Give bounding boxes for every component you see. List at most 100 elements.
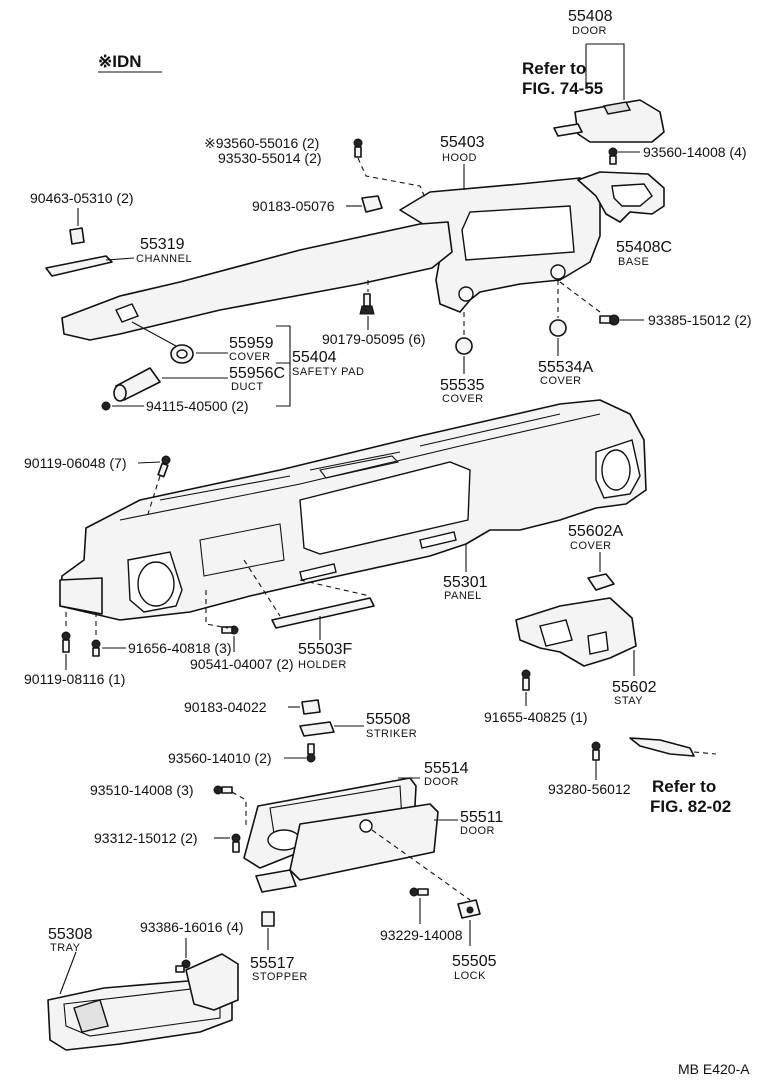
label-90119-08116: 90119-08116 (1) [24, 671, 125, 687]
ref-fig-82-02-line2: FIG. 82-02 [650, 797, 731, 816]
screw-93386-16016 [175, 959, 191, 973]
label-55514-name: DOOR [424, 776, 459, 788]
bracket-55408 [585, 43, 625, 100]
ref-fig-82-02-line1: Refer to [652, 777, 716, 796]
dash-lower-bolts [65, 612, 97, 638]
label-55517: 55517 [250, 955, 295, 972]
label-93312: 93312-15012 (2) [94, 830, 198, 846]
label-93229: 93229-14008 [380, 927, 463, 943]
dash-93510 [231, 791, 247, 826]
door-55408-drawing [553, 99, 665, 143]
ref-fig-74-55-line1: Refer to [522, 59, 586, 78]
door-55511-drawing [255, 803, 439, 893]
ref-fig-74-55-line2: FIG. 74-55 [522, 79, 603, 98]
label-55511-name: DOOR [460, 825, 495, 837]
dash-55503f [243, 559, 371, 617]
lock-55505 [457, 899, 481, 919]
label-55602a-name: COVER [570, 540, 612, 552]
bracket-55404 [276, 325, 291, 407]
nut-90463 [69, 227, 85, 245]
label-91656: 91656-40818 (3) [128, 640, 232, 656]
bolt-91655-40825 [521, 669, 531, 691]
label-55505: 55505 [452, 953, 497, 970]
footer-code: MB E420-A [678, 1061, 750, 1077]
tray-55308-drawing [47, 953, 239, 1051]
screw-93229-14008 [409, 887, 429, 897]
leader-55308 [59, 951, 77, 995]
label-55301: 55301 [443, 574, 488, 591]
label-90179: 90179-05095 (6) [322, 331, 426, 347]
label-55403-name: HOOD [442, 152, 477, 164]
label-93560-55016: ※93560-55016 (2) [204, 135, 319, 151]
label-55404-name: SAFETY PAD [292, 366, 364, 378]
label-55408-name: DOOR [572, 25, 607, 37]
cover-55535 [455, 337, 473, 355]
screw-93510-14008 [213, 785, 233, 795]
dash-hood-screw [357, 157, 427, 201]
label-55959-name: COVER [229, 351, 271, 363]
label-93560-14010: 93560-14010 (2) [168, 750, 272, 766]
label-55404: 55404 [292, 349, 337, 366]
label-90541: 90541-04007 (2) [190, 656, 294, 672]
cover-55959 [170, 344, 194, 364]
dash-fig-82-02 [693, 751, 717, 755]
label-90119-06048: 90119-06048 (7) [24, 455, 126, 471]
dash-55505 [371, 829, 471, 901]
label-55408c-name: BASE [618, 256, 649, 268]
screw-93312-15012 [231, 833, 241, 853]
screw-94115 [101, 401, 111, 411]
duct-55956c [113, 367, 161, 402]
base-55408c-drawing [577, 171, 665, 223]
bolt-90179-05095 [359, 293, 375, 315]
screw-93560-14010 [306, 743, 316, 763]
stopper-55517 [261, 911, 275, 927]
label-55308: 55308 [48, 926, 93, 943]
channel-55319 [45, 255, 113, 277]
hood-55403-drawing [399, 177, 601, 313]
leader-55319 [105, 257, 135, 261]
label-90463: 90463-05310 (2) [30, 190, 134, 206]
leader-90119-06048 [137, 461, 161, 464]
label-55534a-name: COVER [540, 375, 582, 387]
label-55535: 55535 [440, 377, 485, 394]
cover-55534a [549, 319, 567, 337]
label-55503f: 55503F [298, 641, 352, 658]
leader-pad-duct [131, 321, 177, 347]
label-55959: 55959 [229, 335, 274, 352]
label-55956c-name: DUCT [231, 381, 264, 393]
bolt-90119-08116 [61, 631, 71, 653]
bolt-91656-40818 [91, 639, 101, 657]
panel-55301-drawing [59, 399, 647, 621]
bracket-fig-82-02 [629, 737, 695, 757]
label-55403: 55403 [440, 134, 485, 151]
label-55602-name: STAY [614, 695, 643, 707]
label-55408c: 55408C [616, 239, 672, 256]
label-55508-name: STRIKER [366, 728, 417, 740]
label-93386: 93386-16016 (4) [140, 919, 244, 935]
label-93510: 93510-14008 (3) [90, 782, 194, 798]
dash-90541 [205, 590, 229, 629]
label-55511: 55511 [460, 809, 503, 826]
label-55301-name: PANEL [444, 590, 482, 602]
clip-90183-05076 [361, 195, 383, 213]
cover-55602a [587, 573, 615, 591]
label-91655: 91655-40825 (1) [484, 709, 588, 725]
bolt-90119-06048 [157, 455, 171, 478]
label-55534a: 55534A [538, 359, 593, 376]
label-55503f-name: HOLDER [298, 659, 347, 671]
dash-93385 [559, 281, 601, 313]
stay-55602-drawing [515, 597, 637, 667]
label-55508: 55508 [366, 711, 411, 728]
label-55602: 55602 [612, 679, 657, 696]
dash-90119-06048 [147, 475, 161, 515]
label-55956c: 55956C [229, 365, 285, 382]
label-93560-14008: 93560-14008 (4) [643, 144, 747, 160]
screw-93385-15012 [599, 314, 620, 326]
label-55514: 55514 [424, 760, 469, 777]
clip-90183-04022 [301, 699, 321, 715]
striker-55508 [299, 721, 335, 737]
label-55319: 55319 [140, 236, 185, 253]
holder-55503f [271, 597, 375, 629]
label-94115: 94115-40500 (2) [146, 398, 248, 414]
